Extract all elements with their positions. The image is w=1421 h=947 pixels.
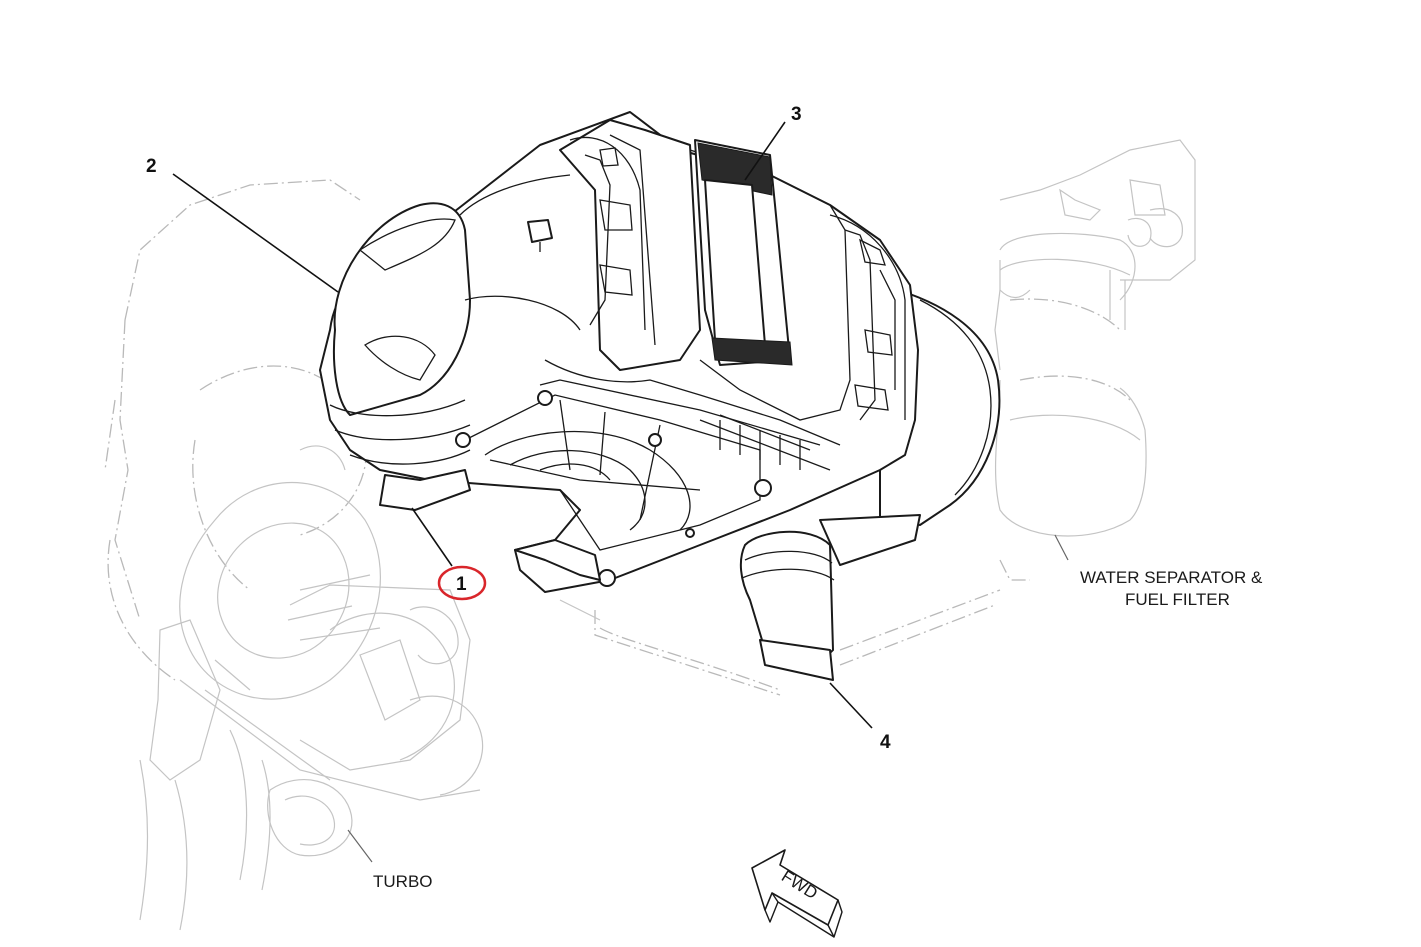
ghost-engine-left — [104, 179, 484, 931]
fwd-arrow-icon: FWD — [751, 849, 843, 938]
labels: WATER SEPARATOR & FUEL FILTER TURBO — [373, 568, 1263, 891]
callout-4: 4 — [880, 732, 891, 753]
turbo-label: TURBO — [373, 872, 433, 891]
leader-turbo — [347, 829, 373, 863]
leader-1 — [411, 507, 453, 567]
callout-3: 3 — [791, 104, 802, 125]
callout-2: 2 — [146, 156, 157, 177]
water-separator-label-line1: WATER SEPARATOR & — [1080, 568, 1263, 587]
leader-4 — [829, 682, 873, 729]
callout-1: 1 — [456, 574, 467, 595]
leader-lines — [172, 121, 873, 863]
ghost-lower-frame — [559, 589, 1001, 696]
leader-2 — [172, 173, 339, 293]
leader-3 — [744, 121, 786, 181]
ghost-water-separator — [994, 139, 1196, 581]
air-cleaner-assembly — [319, 111, 1001, 681]
highlight-circle-1 — [437, 565, 487, 601]
water-separator-label-line2: FUEL FILTER — [1125, 590, 1230, 609]
callouts: 1 2 3 4 — [146, 104, 891, 753]
